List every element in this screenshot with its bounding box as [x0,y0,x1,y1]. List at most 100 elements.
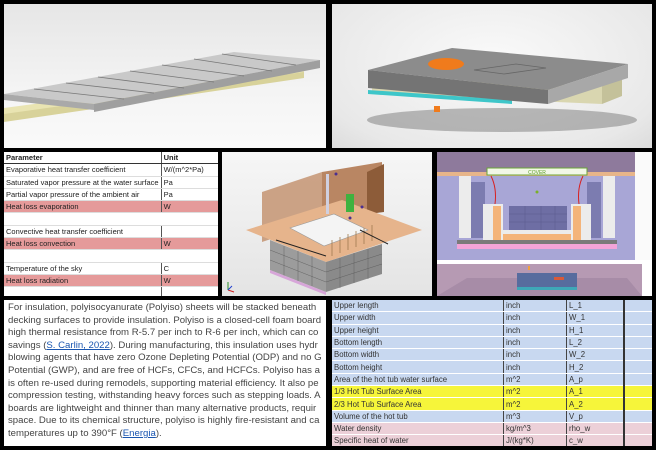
symbol-cell: rho_w [566,422,624,436]
citation-link-energia[interactable]: Energia [122,427,156,439]
unit-cell: Pa [160,176,218,189]
param-cell: Heat loss evaporation [4,200,162,214]
value-cell [623,373,652,387]
table-row: Saturated vapor pressure at the water su… [4,176,218,189]
symbol-cell: W_1 [566,311,624,325]
text-line: savings (S. Carlin, 2022). During manufa… [8,340,326,353]
room-cad-image [222,152,432,296]
text-line: boards are lightweight and thinner than … [8,402,317,414]
name-cell: Upper length [332,300,504,313]
value-cell [623,434,652,446]
unit-cell: inch [503,311,567,325]
unit-cell: Pa [160,188,218,202]
unit-cell [160,286,218,296]
unit-cell: m^2 [503,385,567,399]
unit-cell: m^3 [503,410,567,423]
param-cell: Temperature of the sky [4,262,162,275]
param-cell: Convective heat transfer coefficient [4,225,162,239]
symbol-cell: L_1 [566,300,624,313]
symbol-cell: A_2 [566,397,624,411]
value-cell [623,324,652,337]
symbol-cell: A_1 [566,385,624,399]
unit-cell: W [160,200,218,214]
symbol-cell: H_2 [566,360,624,374]
unit-cell: inch [503,360,567,374]
value-cell [623,410,652,423]
name-cell: Area of the hot tub water surface [332,373,504,387]
section-cad-image: COVER [437,152,652,296]
text-span: ). During manufacturing, this insulation… [109,339,318,351]
text-line: blowing agents that have zero Ozone Depl… [8,352,322,364]
text-line: space. Due to its chemical structure, po… [8,415,320,427]
hot-tub-room-cad-illustration [227,162,422,295]
table-row: Partial vapor pressure of the ambient ai… [4,188,218,202]
unit-cell: W [160,274,218,288]
value-cell [623,311,652,325]
axis-triad-icon [227,282,235,293]
unit-cell: inch [503,300,567,313]
param-cell: Evaporative heat transfer coefficient [4,163,162,177]
unit-cell: J/(kg*K) [503,434,567,446]
name-cell: Specific heat of water [332,434,504,446]
name-cell: Bottom length [332,336,504,350]
param-cell: Heat loss radiation [4,274,162,288]
name-cell: Water density [332,422,504,436]
table-header-row: Parameter Unit [4,152,218,165]
value-cell [623,397,652,411]
text-line: Potential (GWP), and are free of HCFs, C… [8,364,320,376]
text-line: temperatures up to 390°F (Energia). [8,428,326,441]
insulation-panels-illustration [4,52,320,122]
name-cell: Bottom width [332,348,504,362]
unit-cell: m^2 [503,397,567,411]
symbol-cell: c_w [566,434,624,446]
citation-link-carlin[interactable]: S. Carlin, 2022 [46,339,110,351]
unit-cell: W/(m^2*Pa) [160,163,218,177]
table-row-blank [4,249,218,263]
header-parameter: Parameter [4,152,162,165]
name-cell: 2/3 Hot Tub Surface Area [332,397,504,411]
value-cell [623,336,652,350]
unit-cell: m^2 [503,373,567,387]
unit-cell: inch [503,348,567,362]
value-cell [623,360,652,374]
insulation-paragraph: For insulation, polyisocyanurate (Polyis… [4,300,326,441]
text-line: high thermal resistance from R-5.7 per i… [8,327,319,339]
text-line: decking surfaces to provide insulation. … [8,314,322,326]
unit-cell [160,225,218,239]
text-line: compression testing, withstanding heavy … [8,390,321,402]
name-cell: Volume of the hot tub [332,410,504,423]
symbol-cell: A_p [566,373,624,387]
unit-cell: C [160,262,218,275]
header-unit: Unit [160,152,218,165]
unit-cell [161,249,218,263]
text-span: ). [155,427,162,439]
cover-label: COVER [528,170,546,176]
symbol-cell: W_2 [566,348,624,362]
symbol-cell: L_2 [566,336,624,350]
symbol-cell: V_p [566,410,624,423]
unit-cell [161,212,218,226]
value-cell [623,422,652,436]
name-cell: 1/3 Hot Tub Surface Area [332,385,504,399]
table-row: Convective heat transfer coefficient [4,225,218,239]
name-cell: Upper width [332,311,504,325]
param-cell: Partial vapor pressure of the ambient ai… [4,188,162,202]
param-cell [4,249,162,263]
value-cell [623,348,652,362]
